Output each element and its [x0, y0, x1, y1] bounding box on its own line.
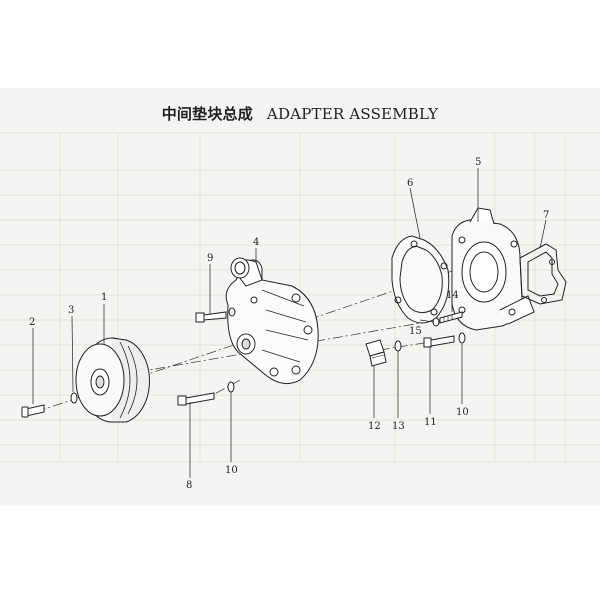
- upper-bolt: [195, 311, 227, 323]
- pulley-washer: [70, 392, 78, 404]
- title-chinese: 中间垫块总成: [161, 105, 253, 123]
- pulley: [75, 337, 150, 423]
- callout-9: 9: [207, 253, 213, 264]
- adapter-gasket: [391, 235, 450, 324]
- pulley-bolt: [21, 404, 45, 418]
- callout-3: 3: [68, 305, 74, 316]
- title-english: ADAPTER ASSEMBLY: [266, 105, 439, 123]
- rear-gasket: [519, 243, 567, 305]
- callout-10-left: 10: [225, 465, 238, 476]
- leader-lines: [32, 168, 547, 478]
- callout-4: 4: [253, 237, 259, 248]
- callout-15: 15: [409, 326, 422, 337]
- callout-8: 8: [186, 480, 192, 491]
- callout-5: 5: [475, 157, 481, 168]
- stud: [439, 311, 463, 324]
- plug: [365, 339, 387, 367]
- lower-bolt: [177, 392, 215, 406]
- callout-12: 12: [368, 421, 381, 432]
- washer-right: [458, 332, 466, 344]
- upper-washer: [228, 307, 236, 317]
- adapter-plate: [451, 207, 535, 331]
- callout-14: 14: [446, 290, 459, 301]
- callout-6: 6: [407, 178, 413, 189]
- callout-10-right: 10: [456, 407, 469, 418]
- callout-7: 7: [543, 210, 549, 221]
- adapter-bolt: [423, 335, 455, 348]
- callout-11: 11: [424, 417, 437, 428]
- callout-1: 1: [101, 292, 107, 303]
- page-title: 中间垫块总成 ADAPTER ASSEMBLY: [0, 103, 600, 124]
- washer-left: [227, 381, 235, 393]
- callout-numbers: 1 2 3 4 5 6 7 8 9 10 10 11 12 13 14 15: [29, 157, 549, 491]
- callout-2: 2: [29, 317, 35, 328]
- callout-13: 13: [392, 421, 405, 432]
- plug-washer: [394, 340, 402, 352]
- water-pump: [225, 257, 319, 385]
